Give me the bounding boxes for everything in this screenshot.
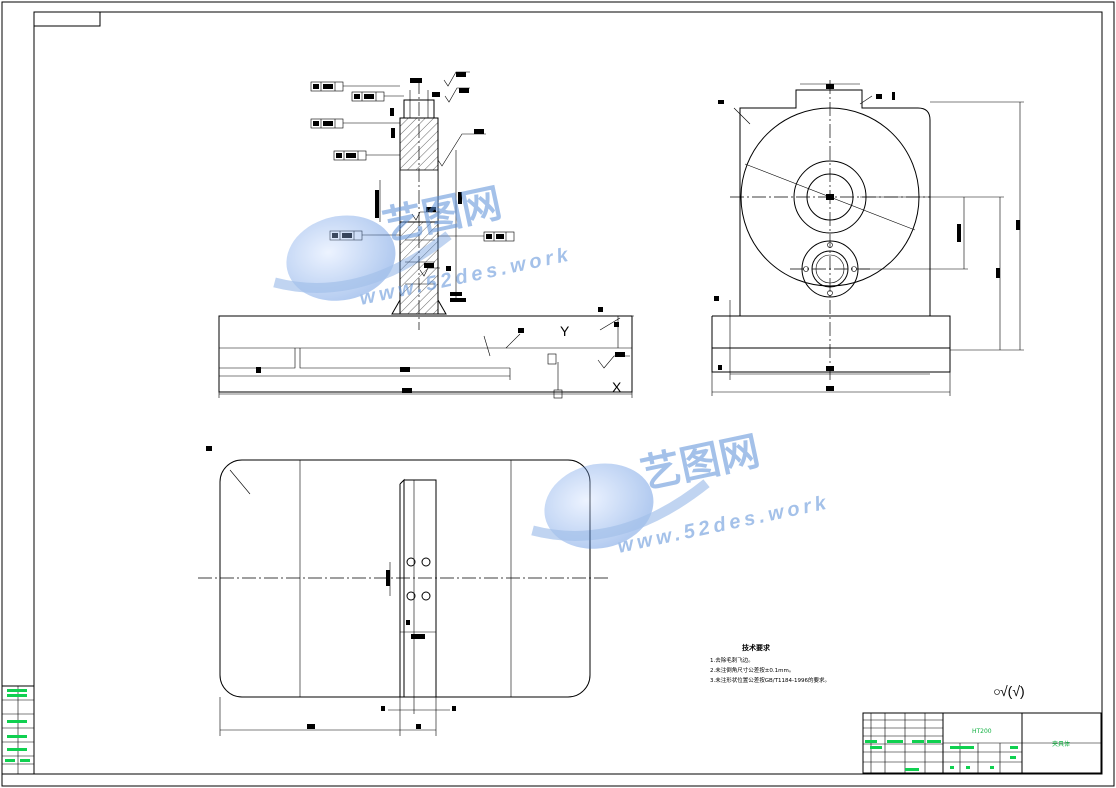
roughness-general-symbol: √(√) bbox=[994, 683, 1025, 699]
front-view: Y X bbox=[218, 71, 634, 399]
watermark-2: 艺图网 www.52des.work bbox=[531, 429, 832, 558]
side-view bbox=[711, 80, 1024, 396]
left-revision-strip bbox=[1, 685, 35, 775]
tech-requirement-1: 1.去除毛刺飞边。 bbox=[710, 656, 754, 664]
roughness-general-text: √(√) bbox=[1000, 683, 1025, 699]
tech-requirements-title: 技术要求 bbox=[742, 643, 771, 652]
datum-x-label: X bbox=[612, 379, 622, 395]
datum-y-label: Y bbox=[560, 323, 570, 339]
tech-requirement-2: 2.未注倒角尺寸公差按±0.1mm。 bbox=[710, 666, 794, 674]
top-view bbox=[198, 446, 608, 736]
tech-requirement-3: 3.未注形状位置公差按GB/T1184-1996的要求。 bbox=[710, 676, 830, 684]
title-block-material: HT200 bbox=[972, 728, 992, 735]
title-block-part-name: 夹具体 bbox=[1052, 740, 1070, 748]
tech-requirements: 技术要求 1.去除毛刺飞边。 2.未注倒角尺寸公差按±0.1mm。 3.未注形状… bbox=[710, 643, 830, 684]
title-block: HT200 夹具体 bbox=[862, 712, 1102, 774]
